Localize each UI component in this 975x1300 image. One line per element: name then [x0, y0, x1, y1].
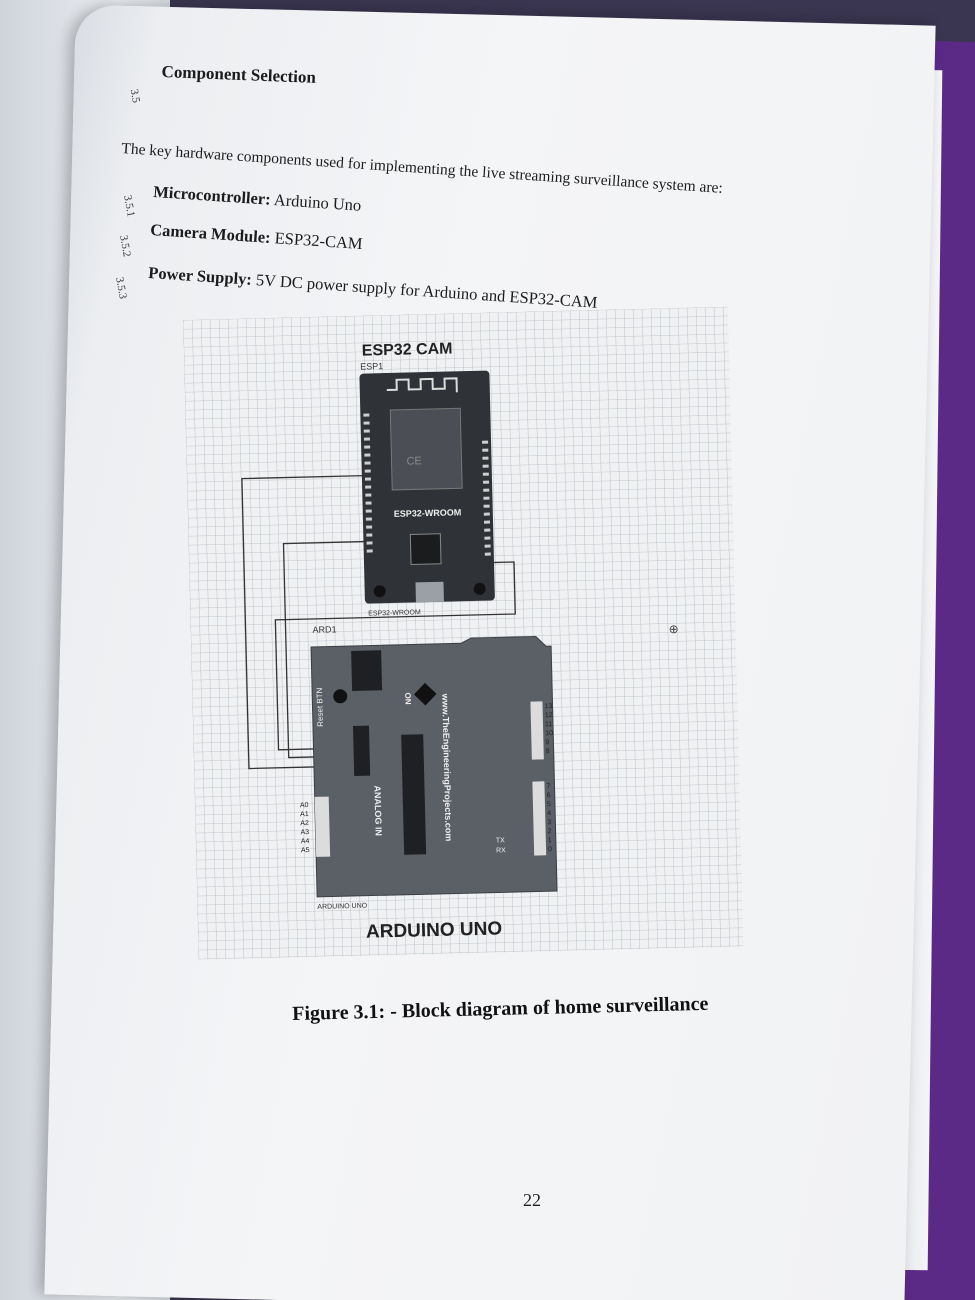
esp-sub-label: ESP32-WROOM — [368, 609, 421, 617]
svg-text:3: 3 — [547, 819, 551, 826]
crosshair-icon: ⊕ — [669, 622, 679, 636]
svg-text:10: 10 — [545, 730, 553, 737]
svg-text:9: 9 — [545, 739, 549, 746]
svg-text:12: 12 — [545, 712, 553, 719]
svg-text:0: 0 — [548, 846, 552, 853]
svg-text:4: 4 — [547, 810, 551, 817]
wiring — [241, 474, 516, 770]
svg-text:2: 2 — [548, 828, 552, 835]
esp-shield — [389, 407, 463, 491]
svg-text:8: 8 — [546, 748, 550, 755]
reset-button — [333, 689, 348, 704]
page-number: 22 — [523, 1190, 541, 1210]
esp-title: ESP32 CAM — [362, 340, 453, 359]
svg-text:5: 5 — [547, 801, 551, 808]
section-number: 3.5 — [127, 88, 142, 104]
arduino-board — [310, 635, 558, 898]
svg-text:A2: A2 — [300, 820, 309, 827]
svg-text:A0: A0 — [300, 802, 309, 809]
svg-text:A1: A1 — [300, 811, 309, 818]
on-label: ON — [403, 693, 412, 705]
reset-button-label: Reset BTN — [315, 687, 325, 727]
svg-text:1: 1 — [548, 837, 552, 844]
digital-header-top — [530, 701, 544, 760]
atmega-chip — [401, 734, 427, 855]
arduino-power-jack — [351, 650, 383, 691]
arduino-url: www.TheEngineeringProjects.com — [440, 693, 454, 842]
analog-in-label: ANALOG IN — [372, 785, 383, 836]
digital-header-bottom — [532, 781, 547, 856]
diagram-svg: ESP32 CAM ESP1 CE ESP32-WROOM — [183, 306, 744, 960]
arduino-ref: ARD1 — [312, 624, 336, 635]
analog-pin-labels: A0 A1 A2 A3 A4 A5 — [300, 802, 310, 854]
svg-text:6: 6 — [547, 792, 551, 799]
analog-header — [314, 796, 331, 857]
svg-text:A5: A5 — [301, 847, 310, 854]
circuit-diagram: ESP32 CAM ESP1 CE ESP32-WROOM — [183, 306, 744, 970]
svg-text:13: 13 — [544, 703, 552, 710]
esp-pin-header-right — [482, 440, 491, 556]
arduino-led — [413, 682, 437, 706]
svg-text:A4: A4 — [301, 838, 310, 845]
antenna-icon — [386, 377, 458, 393]
tx-label: TX — [496, 837, 505, 844]
arduino-regulator — [352, 725, 371, 776]
esp-chip-label: ESP32-WROOM — [394, 507, 462, 519]
svg-text:A3: A3 — [300, 829, 309, 836]
svg-text:11: 11 — [545, 721, 553, 728]
digital-pin-labels: 13 12 11 10 9 8 7 6 5 4 3 2 1 0 — [544, 703, 553, 853]
rx-label: RX — [496, 847, 506, 854]
arduino-title: ARDUINO UNO — [366, 918, 503, 942]
arduino-sub-label: ARDUINO UNO — [317, 903, 367, 911]
esp-pin-header-left — [363, 413, 373, 553]
esp-button-right — [473, 582, 486, 595]
esp-ref: ESP1 — [360, 361, 383, 372]
usb-port — [415, 581, 444, 603]
svg-text:7: 7 — [546, 783, 550, 790]
esp-chip — [409, 533, 442, 566]
esp-button-left — [373, 585, 386, 598]
esp-ce-mark: CE — [406, 455, 422, 467]
